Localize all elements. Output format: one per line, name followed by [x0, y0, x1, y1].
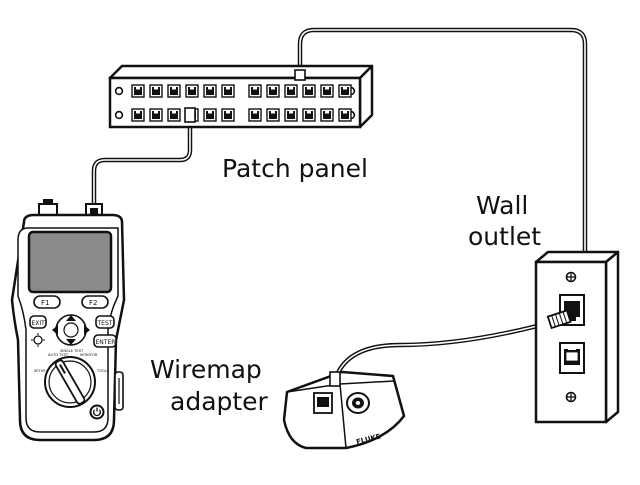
- wiremap-adapter: FLUKE: [282, 370, 406, 450]
- patch-panel-port: [221, 108, 235, 122]
- patch-panel-port: [203, 108, 217, 122]
- patch-panel: [108, 64, 374, 129]
- label-wiremap: Wiremap: [150, 355, 262, 384]
- patch-panel-port: [338, 108, 352, 122]
- patch-panel-ports: [131, 84, 352, 122]
- test-key[interactable]: [95, 315, 115, 329]
- label-wall: Wall: [476, 191, 528, 220]
- patch-panel-port: [149, 84, 163, 98]
- patch-panel-port: [203, 84, 217, 98]
- patch-panel-port: [248, 84, 262, 98]
- dial-label-tools: TOOLS: [96, 369, 110, 373]
- tester-screen: [27, 230, 113, 294]
- enter-key-label: ENTER: [96, 339, 116, 346]
- patch-panel-port: [149, 108, 163, 122]
- arrow-up-icon[interactable]: [66, 315, 76, 321]
- rotary-dial[interactable]: [44, 356, 96, 408]
- arrow-right-icon[interactable]: [84, 325, 90, 335]
- outlet-jack-bottom: [559, 342, 585, 374]
- patch-panel-port: [338, 84, 352, 98]
- outlet-screw-top: [565, 271, 577, 283]
- exit-key-label: EXIT: [32, 320, 46, 327]
- power-button[interactable]: [89, 404, 105, 420]
- wall-outlet: [534, 250, 620, 424]
- arrow-left-icon[interactable]: [52, 325, 58, 335]
- patch-panel-port: [284, 108, 298, 122]
- exit-key[interactable]: [29, 315, 47, 329]
- panel-connector-bottom: [184, 107, 196, 123]
- f1-key[interactable]: [33, 295, 61, 309]
- adapter-rj45-jack: [313, 392, 333, 414]
- backlight-key[interactable]: [31, 333, 45, 347]
- f2-key-label: F2: [89, 299, 97, 307]
- enter-key[interactable]: [93, 334, 117, 348]
- cable-patch-to-tester: [91, 121, 193, 209]
- patch-panel-port: [302, 108, 316, 122]
- patch-panel-port: [167, 84, 181, 98]
- patch-panel-port: [185, 84, 199, 98]
- label-patch-panel: Patch panel: [222, 154, 368, 183]
- patch-panel-port: [131, 108, 145, 122]
- panel-connector-top: [294, 69, 306, 81]
- patch-panel-port: [320, 84, 334, 98]
- adapter-plug: [329, 371, 341, 387]
- dial-label-monitor: MONITOR: [80, 353, 98, 357]
- patch-panel-port: [266, 84, 280, 98]
- patch-panel-port: [266, 108, 280, 122]
- patch-panel-port: [248, 108, 262, 122]
- patch-panel-port: [131, 84, 145, 98]
- test-key-label: TEST: [97, 320, 113, 327]
- outlet-screw-bottom: [565, 391, 577, 403]
- arrow-down-icon[interactable]: [66, 339, 76, 345]
- patch-panel-port: [284, 84, 298, 98]
- patch-panel-port: [320, 108, 334, 122]
- dial-label-singletest: SINGLE TEST: [60, 349, 84, 353]
- adapter-coax-connector: [346, 392, 370, 414]
- cable-tester: F1 F2 EXIT TEST ENTER AUTO TEST SINGLE T…: [10, 199, 126, 442]
- panel-screw-hole: [114, 86, 124, 96]
- dial-label-setup: SETUP: [34, 369, 46, 373]
- label-outlet: outlet: [468, 222, 541, 251]
- dial-label-autotest: AUTO TEST: [48, 353, 69, 357]
- patch-panel-port: [167, 108, 181, 122]
- cable-patch-to-wall: [297, 27, 588, 259]
- f1-key-label: F1: [41, 299, 49, 307]
- patch-panel-port: [302, 84, 316, 98]
- rj45-plug: [546, 309, 572, 330]
- panel-screw-hole: [114, 110, 124, 120]
- patch-panel-port: [221, 84, 235, 98]
- label-adapter: adapter: [170, 387, 269, 416]
- f2-key[interactable]: [81, 295, 109, 309]
